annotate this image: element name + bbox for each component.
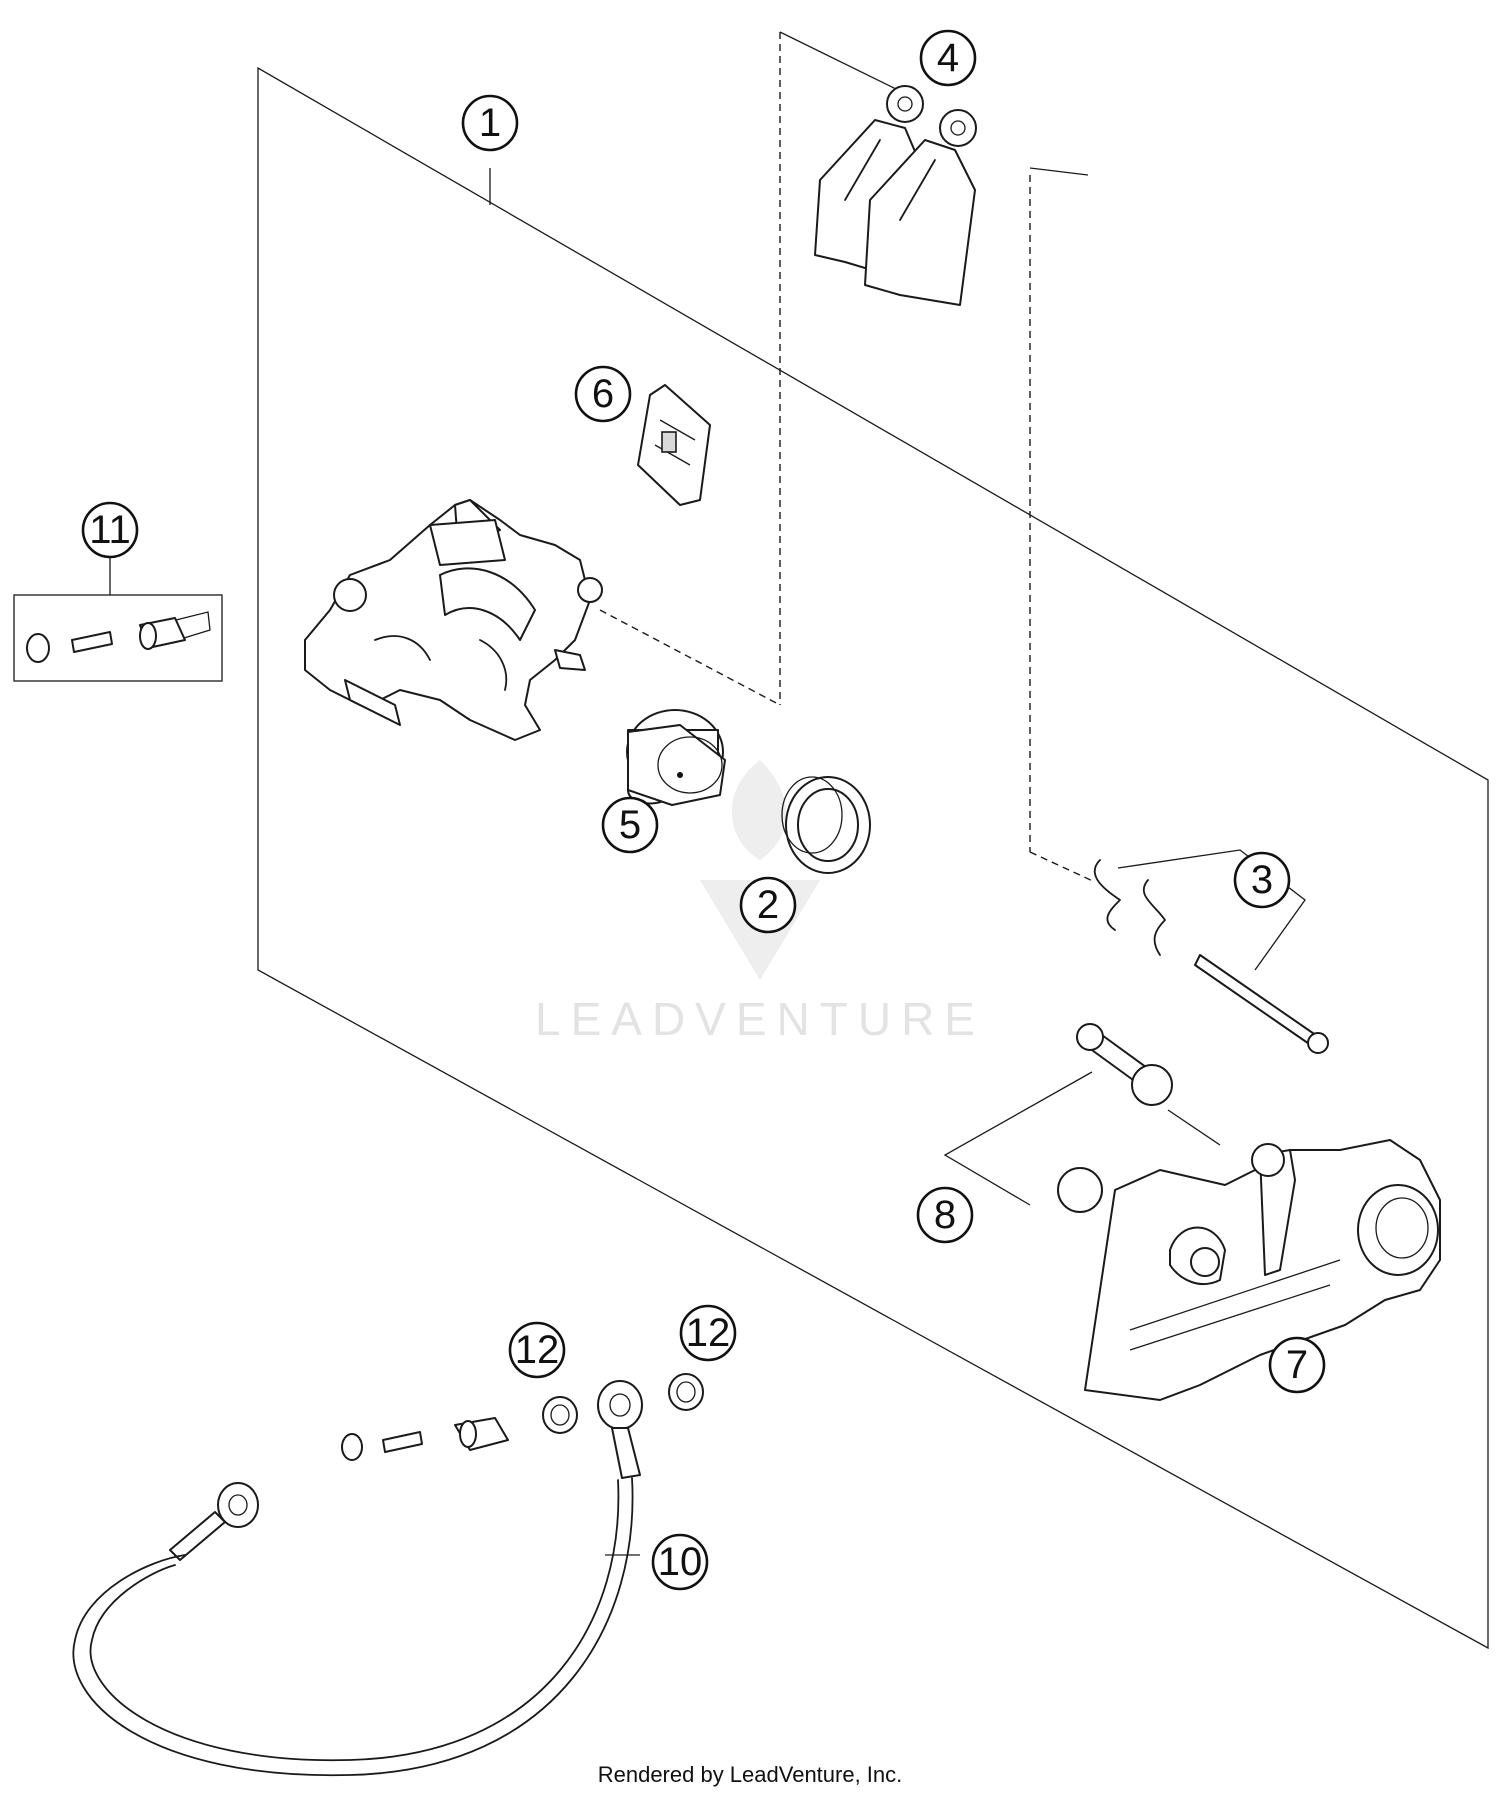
callout-10: 10 bbox=[651, 1533, 709, 1591]
callout-6: 6 bbox=[574, 365, 632, 423]
bleeder-screw-kit bbox=[13, 556, 223, 682]
caliper-piston bbox=[626, 709, 726, 806]
callout-11: 11 bbox=[81, 501, 139, 559]
brake-pads bbox=[814, 85, 977, 306]
callout-label: 1 bbox=[479, 101, 501, 145]
callout-label: 4 bbox=[937, 36, 959, 80]
guide-pin-bushings bbox=[943, 1023, 1221, 1213]
callout-label: 2 bbox=[757, 883, 779, 927]
callout-label: 6 bbox=[592, 372, 614, 416]
callout-7: 7 bbox=[1268, 1336, 1326, 1394]
callout-label: 3 bbox=[1251, 858, 1273, 902]
callout-2: 2 bbox=[739, 876, 797, 934]
watermark-text: LEADVENTURE bbox=[535, 993, 985, 1045]
brake-hose-assembly bbox=[72, 1373, 704, 1777]
callout-4: 4 bbox=[919, 29, 977, 87]
callout-12-left: 12 bbox=[508, 1321, 566, 1379]
callout-12-right: 12 bbox=[679, 1304, 737, 1362]
piston-seal-rings bbox=[781, 776, 871, 874]
callout-label: 5 bbox=[619, 803, 641, 847]
pad-spring bbox=[637, 384, 711, 506]
callout-label: 7 bbox=[1286, 1343, 1308, 1387]
caliper-carrier-bracket bbox=[1084, 1139, 1441, 1401]
pad-pin-and-clips bbox=[1093, 849, 1329, 1054]
callout-label: 8 bbox=[934, 1193, 956, 1237]
callout-1: 1 bbox=[461, 94, 519, 152]
callout-label: 10 bbox=[658, 1540, 703, 1584]
callout-label: 12 bbox=[515, 1328, 560, 1372]
assembly-frame bbox=[257, 31, 1489, 1650]
caliper-body bbox=[304, 499, 603, 741]
callout-label: 11 bbox=[89, 508, 131, 552]
callout-3: 3 bbox=[1233, 851, 1291, 909]
callout-8: 8 bbox=[916, 1186, 974, 1244]
callout-5: 5 bbox=[601, 796, 659, 854]
callout-label: 12 bbox=[686, 1311, 731, 1355]
footer-credit: Rendered by LeadVenture, Inc. bbox=[598, 1762, 903, 1787]
